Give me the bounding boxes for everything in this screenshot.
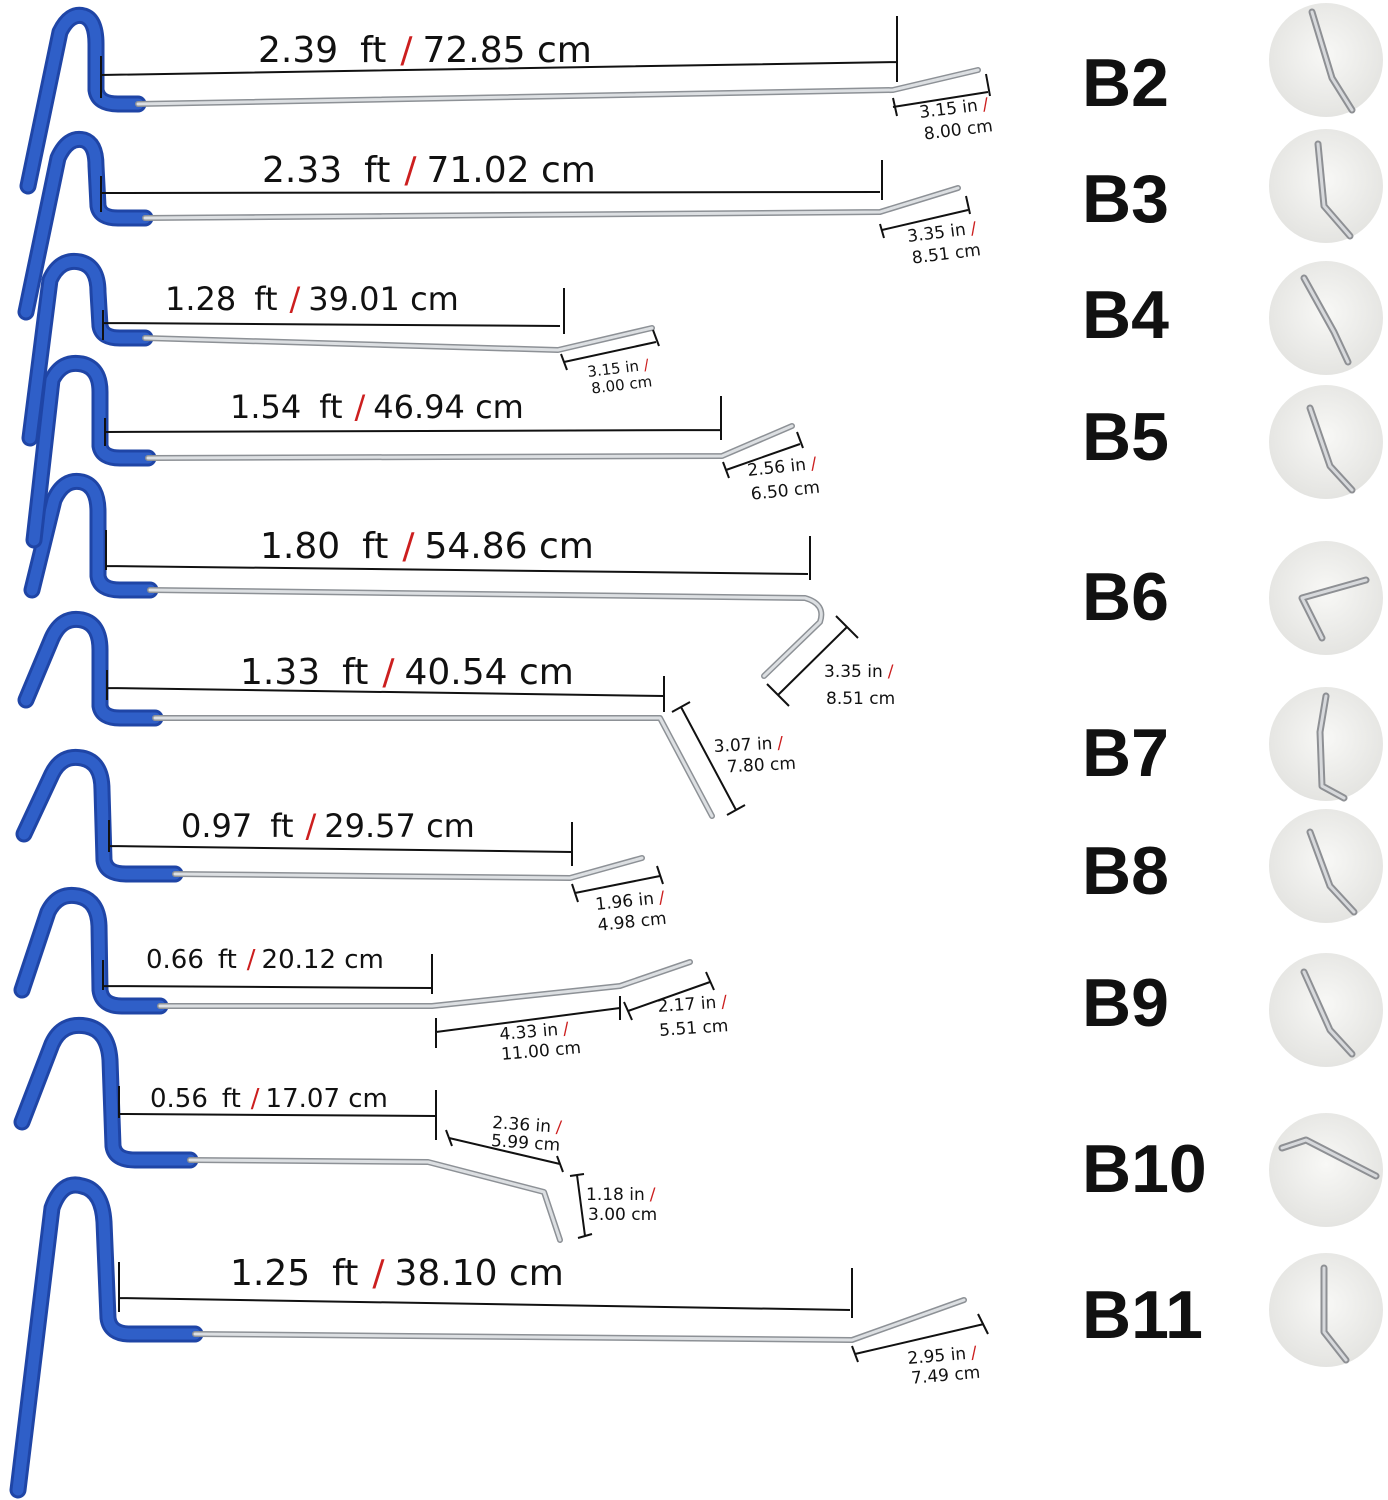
thumb-B3 xyxy=(1269,129,1383,243)
thumb-B4 xyxy=(1269,261,1383,375)
rod-tip-short-bend-icon xyxy=(1314,140,1354,240)
svg-text:5.51 cm: 5.51 cm xyxy=(659,1016,729,1041)
tip-label-B4: 3.15 in/ 8.00 cm xyxy=(586,355,653,397)
thumb-B8 xyxy=(1269,809,1383,923)
code-B9: B9 xyxy=(1082,965,1169,1041)
rod-tip-short-bend-icon xyxy=(1300,968,1356,1058)
code-B4: B4 xyxy=(1082,277,1169,353)
svg-text:7.80 cm: 7.80 cm xyxy=(726,754,796,778)
svg-text:1.18 in/: 1.18 in/ xyxy=(586,1185,656,1205)
thumb-B11 xyxy=(1269,1253,1383,1367)
rod-B8 xyxy=(15,748,645,883)
tip-label-B9: 2.17 in/ 5.51 cm xyxy=(657,992,729,1041)
dimension-lines xyxy=(100,16,991,1363)
rod-tip-hook-icon xyxy=(1298,576,1370,642)
tip-label-B3: 3.35 in/ 8.51 cm xyxy=(906,219,982,269)
tip-label-B8: 1.96 in/ 4.98 cm xyxy=(594,888,667,936)
rod-B10 xyxy=(13,1016,563,1243)
rod-B3 xyxy=(17,130,961,321)
code-B11: B11 xyxy=(1082,1277,1203,1353)
code-B5: B5 xyxy=(1082,399,1169,475)
svg-text:3.35 in/: 3.35 in/ xyxy=(824,662,894,682)
rod-B11 xyxy=(9,1176,967,1499)
svg-text:2.36 in/: 2.36 in/ xyxy=(492,1113,563,1138)
thumb-B6 xyxy=(1269,541,1383,655)
rod-tip-down-bend-icon xyxy=(1316,692,1348,802)
svg-text:3.07 in/: 3.07 in/ xyxy=(713,733,784,757)
tip-label-B7: 3.07 in/ 7.80 cm xyxy=(713,733,796,778)
tip-label-B11: 2.95 in/ 7.49 cm xyxy=(907,1343,981,1389)
rod-tip-short-bend-icon xyxy=(1300,274,1352,366)
svg-text:5.99 cm: 5.99 cm xyxy=(490,1131,560,1156)
rod-tip-short-bend-icon xyxy=(1320,1264,1350,1364)
svg-text:6.50 cm: 6.50 cm xyxy=(750,478,821,505)
rod-B2 xyxy=(19,6,981,195)
tip-label-B2: 3.15 in/ 8.00 cm xyxy=(918,95,994,145)
code-B2: B2 xyxy=(1082,45,1169,121)
code-B10: B10 xyxy=(1082,1131,1207,1207)
rod-B6 xyxy=(23,472,825,679)
code-B6: B6 xyxy=(1082,559,1169,635)
rod-tip-double-bend-icon xyxy=(1278,1136,1380,1180)
code-B8: B8 xyxy=(1082,833,1169,909)
svg-text:2.56 in/: 2.56 in/ xyxy=(746,454,817,481)
tip-thumbnails xyxy=(1269,3,1383,1367)
mid-label-B10: 2.36 in/ 5.99 cm xyxy=(490,1113,562,1156)
tip-label-B5: 2.56 in/ 6.50 cm xyxy=(746,454,820,505)
rod-tip-short-bend-icon xyxy=(1308,8,1356,114)
rod-tip-short-bend-icon xyxy=(1306,828,1358,916)
tip-label-B10: 1.18 in/ 3.00 cm xyxy=(586,1185,657,1225)
code-B3: B3 xyxy=(1082,161,1169,237)
thumb-B7 xyxy=(1269,687,1383,802)
rod-tip-short-bend-icon xyxy=(1306,404,1356,494)
thumb-B5 xyxy=(1269,385,1383,499)
rod-B9 xyxy=(13,886,693,1015)
mid-label-B9: 4.33 in/ 11.00 cm xyxy=(499,1019,582,1065)
rod-B7 xyxy=(17,610,715,819)
model-codes: B2 B3 B4 B5 B6 B7 B8 B9 B10 B11 xyxy=(1082,45,1207,1353)
tip-labels: 3.15 in/ 8.00 cm 3.35 in/ 8.51 cm 3.15 i… xyxy=(490,95,994,1389)
svg-text:3.00 cm: 3.00 cm xyxy=(588,1205,657,1225)
thumb-B2 xyxy=(1269,3,1383,117)
code-B7: B7 xyxy=(1082,715,1169,791)
svg-text:2.17 in/: 2.17 in/ xyxy=(657,992,728,1017)
thumb-B10 xyxy=(1269,1113,1383,1227)
thumb-B9 xyxy=(1269,953,1383,1067)
tip-label-B6: 3.35 in/ 8.51 cm xyxy=(824,662,895,709)
rod-B4 xyxy=(21,252,655,447)
rod-B5 xyxy=(25,354,795,549)
svg-text:8.51 cm: 8.51 cm xyxy=(826,689,895,709)
